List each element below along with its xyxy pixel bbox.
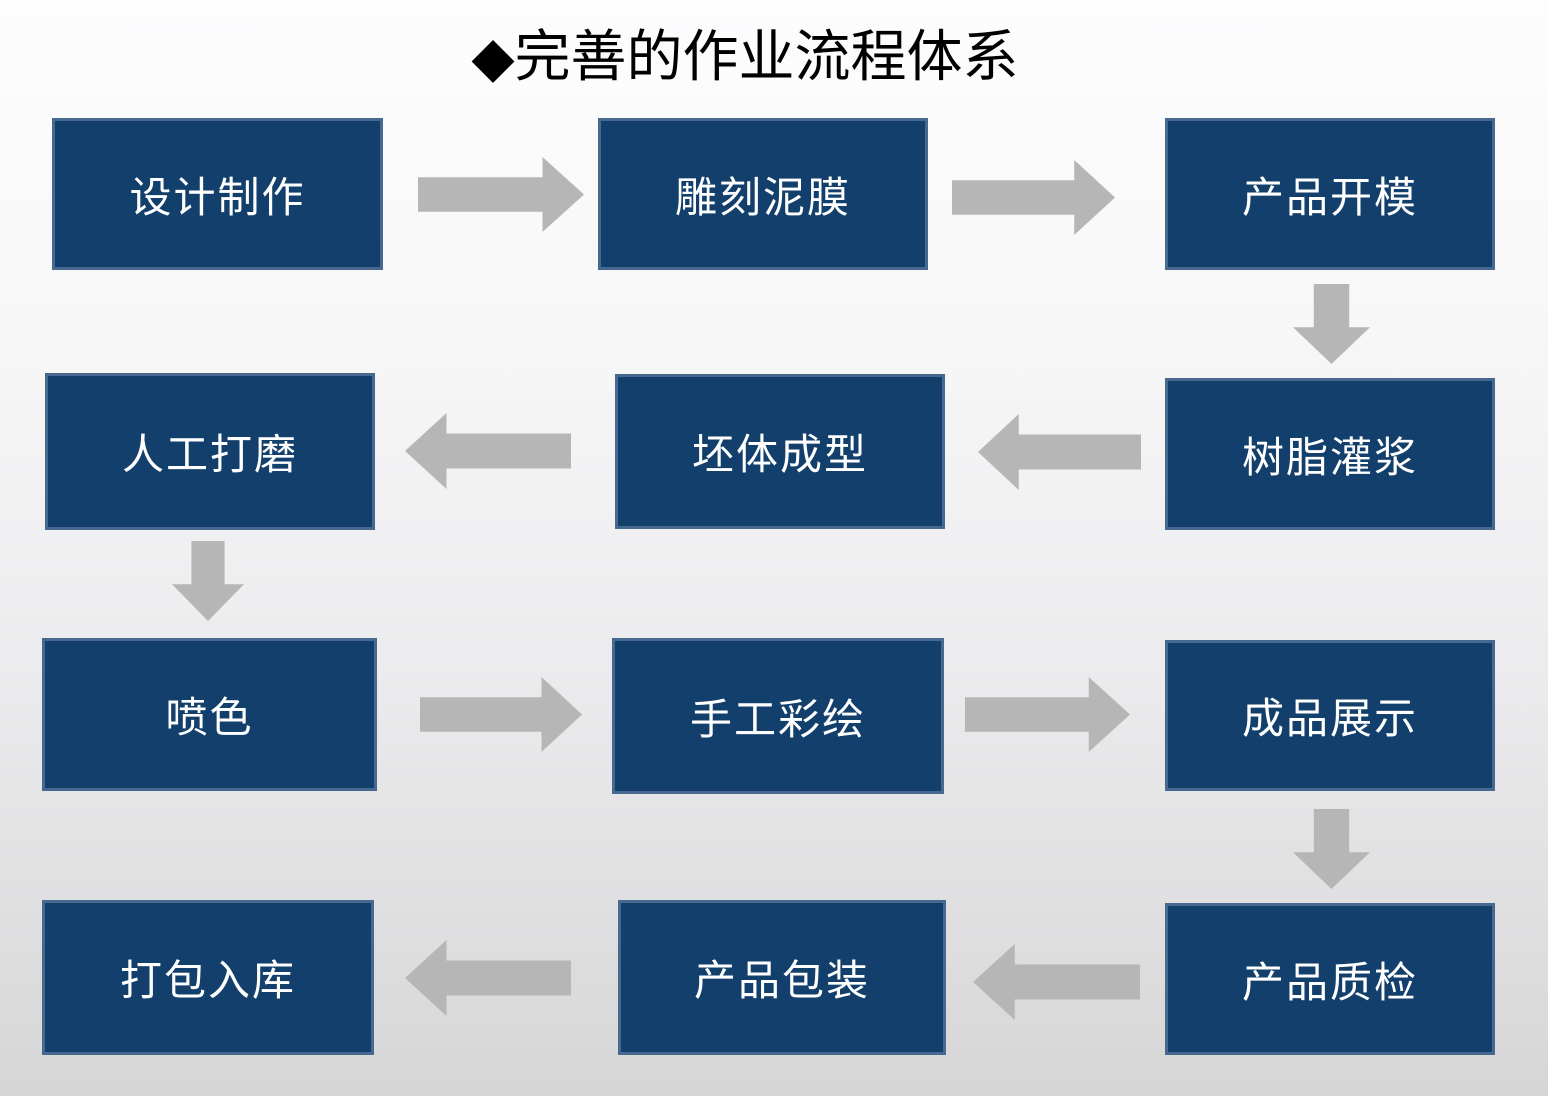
- flow-box-pack-into-warehouse: 打包入库: [42, 900, 374, 1055]
- flow-box-finished-display: 成品展示: [1165, 640, 1495, 791]
- flow-box-label: 产品包装: [693, 957, 870, 1004]
- flow-box-label: 坯体成型: [691, 431, 868, 478]
- flow-box-label: 喷色: [165, 694, 254, 741]
- flow-box-hand-painting: 手工彩绘: [612, 638, 944, 794]
- flow-box-quality-inspection: 产品质检: [1165, 903, 1495, 1055]
- flow-box-spray-color: 喷色: [42, 638, 377, 791]
- flow-box-product-packaging: 产品包装: [618, 900, 946, 1055]
- arrow-down-icon: [1293, 809, 1370, 889]
- flow-box-blank-forming: 坯体成型: [615, 374, 945, 529]
- arrow-right-icon: [965, 677, 1130, 752]
- arrow-left-icon: [973, 944, 1140, 1020]
- flow-box-manual-polishing: 人工打磨: [45, 373, 375, 530]
- arrow-down-icon: [1293, 284, 1370, 364]
- flow-box-label: 人工打磨: [121, 431, 298, 478]
- flow-box-carve-clay-mold: 雕刻泥膜: [598, 118, 928, 270]
- flow-box-resin-grouting: 树脂灌浆: [1165, 378, 1495, 530]
- flow-box-label: 产品质检: [1241, 958, 1418, 1006]
- arrow-left-icon: [405, 940, 571, 1016]
- flow-box-design-production: 设计制作: [52, 118, 383, 270]
- flow-box-label: 手工彩绘: [689, 695, 866, 743]
- flow-box-label: 成品展示: [1241, 695, 1418, 742]
- flow-box-label: 树脂灌浆: [1241, 433, 1418, 481]
- arrow-right-icon: [952, 160, 1115, 235]
- flow-box-label: 产品开模: [1241, 173, 1418, 221]
- flow-box-label: 设计制作: [129, 173, 306, 221]
- flow-box-product-mold-opening: 产品开模: [1165, 118, 1495, 270]
- arrow-right-icon: [420, 677, 582, 752]
- arrow-left-icon: [405, 413, 571, 489]
- arrow-down-icon: [172, 541, 244, 621]
- arrow-right-icon: [418, 157, 584, 232]
- arrow-left-icon: [978, 414, 1141, 490]
- flow-box-label: 打包入库: [119, 957, 296, 1004]
- page-title: ◆完善的作业流程体系: [471, 27, 1019, 89]
- flow-box-label: 雕刻泥膜: [674, 173, 851, 221]
